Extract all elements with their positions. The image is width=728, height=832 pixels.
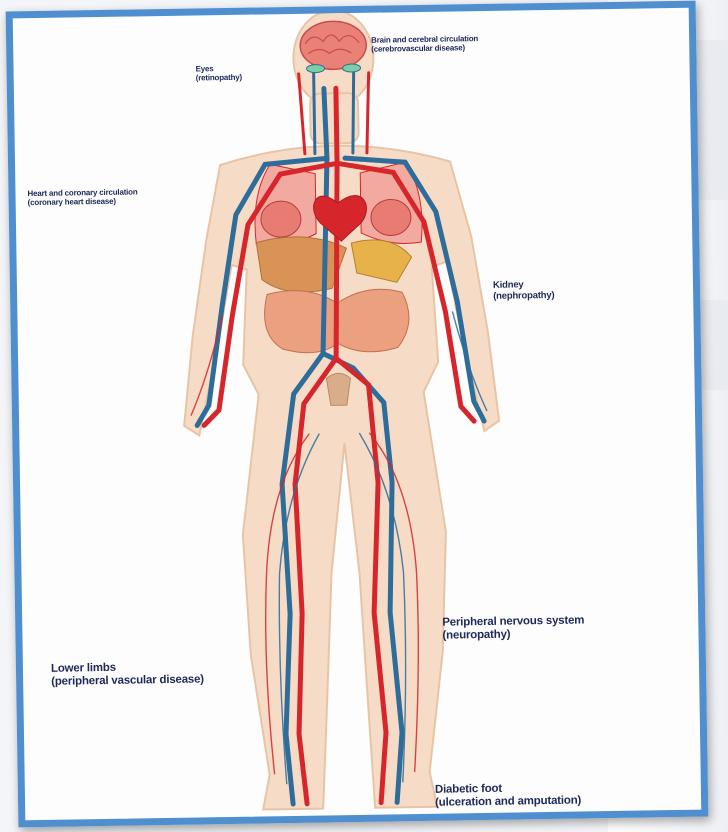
label-eyes-sub: (retinopathy)	[196, 74, 242, 84]
right-eye-graphic	[343, 64, 361, 72]
liver-graphic	[256, 236, 347, 293]
label-diabetic-foot-sub: (ulceration and amputation)	[435, 794, 581, 809]
label-nervous-system-title: Peripheral nervous system	[442, 614, 584, 629]
left-kidney-graphic	[261, 201, 302, 238]
label-eyes: Eyes (retinopathy)	[196, 65, 243, 84]
left-eye-graphic	[307, 64, 325, 72]
label-brain-sub: (cerebrovascular disease)	[371, 44, 478, 55]
diabetes-complications-poster: Brain and cerebral circulation (cerebrov…	[6, 1, 709, 828]
body-silhouette	[178, 8, 505, 811]
label-nervous-system: Peripheral nervous system (neuropathy)	[442, 614, 584, 642]
label-heart-sub: (coronary heart disease)	[28, 197, 138, 208]
human-circulatory-figure	[13, 8, 702, 821]
label-nervous-system-sub: (neuropathy)	[442, 627, 584, 642]
bladder-graphic	[326, 373, 350, 405]
label-kidney: Kidney (nephropathy)	[493, 280, 555, 302]
label-lower-limbs: Lower limbs (peripheral vascular disease…	[51, 660, 204, 688]
label-diabetic-foot: Diabetic foot (ulceration and amputation…	[435, 782, 581, 810]
right-kidney-graphic	[371, 199, 412, 236]
label-heart: Heart and coronary circulation (coronary…	[27, 188, 137, 208]
label-kidney-sub: (nephropathy)	[493, 291, 554, 303]
brain-graphic	[300, 21, 367, 70]
label-brain: Brain and cerebral circulation (cerebrov…	[371, 35, 478, 55]
label-lower-limbs-sub: (peripheral vascular disease)	[51, 673, 204, 688]
